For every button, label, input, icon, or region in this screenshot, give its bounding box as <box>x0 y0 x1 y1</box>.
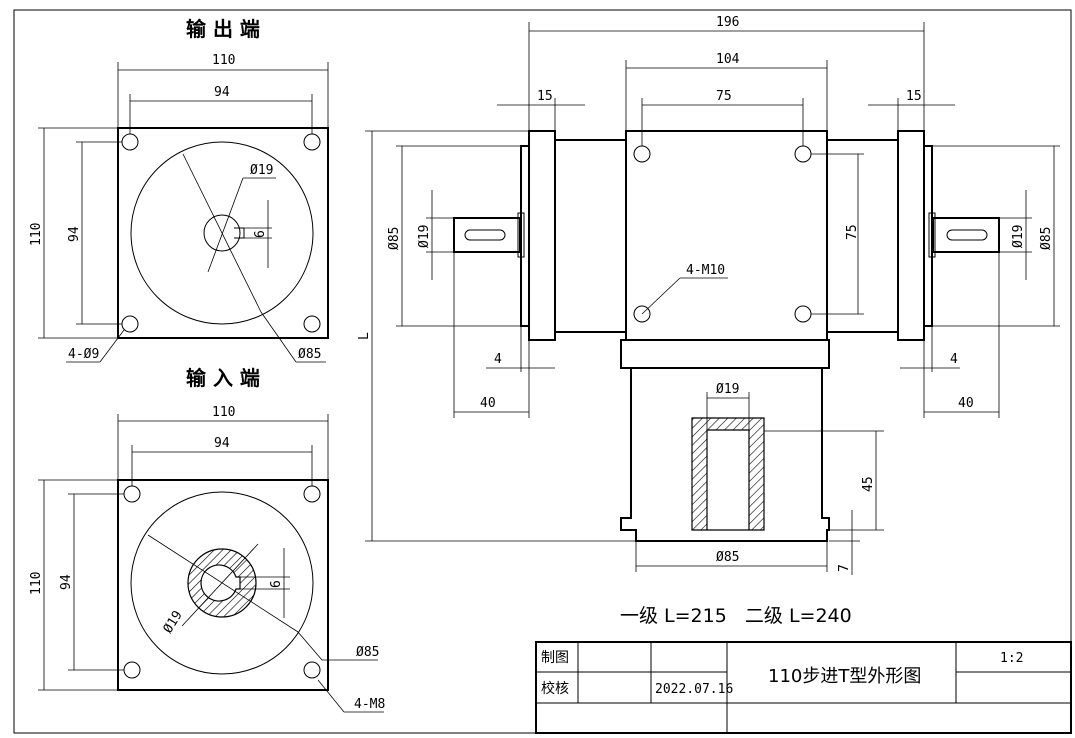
side-input-housing <box>620 368 830 542</box>
side-left-shaft <box>453 217 521 253</box>
side-length-L: L <box>357 332 372 340</box>
drawn-by-label: 制图 <box>541 650 569 666</box>
side-bolt-v-75: 75 <box>845 224 860 240</box>
input-height-110: 110 <box>29 572 44 595</box>
input-hole-br <box>303 661 321 679</box>
side-hole-tr <box>794 145 812 163</box>
output-flange-circle <box>130 141 314 325</box>
side-bolt-75: 75 <box>716 89 732 104</box>
input-hole-bl <box>123 661 141 679</box>
side-left-flange <box>528 130 556 341</box>
input-hole-tl <box>123 485 141 503</box>
output-shaft-dia: Ø19 <box>250 163 273 178</box>
side-dia85-l: Ø85 <box>387 227 402 250</box>
side-hole-tl <box>633 145 651 163</box>
input-holes-note: 4-M8 <box>354 697 385 712</box>
input-end-title: 输 入 端 <box>186 366 260 390</box>
side-bore-19: Ø19 <box>716 382 739 397</box>
side-hole-bl <box>633 305 651 323</box>
side-flange-15-l: 15 <box>537 89 553 104</box>
side-total-196: 196 <box>716 15 739 30</box>
input-end-view: 输 入 端 110 94 110 94 Ø85 Ø19 6 <box>29 366 385 713</box>
input-flange-square <box>117 479 329 691</box>
side-hole-br <box>794 305 812 323</box>
drawing-date: 2022.07.16 <box>655 682 733 697</box>
side-input-bore-section <box>691 417 765 531</box>
output-hole-tr <box>303 133 321 151</box>
checked-by-label: 校核 <box>541 680 569 697</box>
output-flange-dia: Ø85 <box>298 347 321 362</box>
side-right-shaft <box>932 217 1000 253</box>
input-key-6: 6 <box>269 580 284 588</box>
output-hole-tl <box>121 133 139 151</box>
output-bolt-94: 94 <box>214 85 230 100</box>
side-right-flange <box>897 130 925 341</box>
output-keyway <box>234 227 245 239</box>
side-dia85-r: Ø85 <box>1039 227 1054 250</box>
side-view: 196 104 75 15 15 L Ø85 Ø19 75 <box>357 15 1060 575</box>
side-base-7: 7 <box>837 564 852 572</box>
input-bolt-v-94: 94 <box>59 574 74 590</box>
input-hub-section <box>187 548 257 618</box>
side-dia19-l: Ø19 <box>417 225 432 248</box>
output-height-110: 110 <box>29 223 44 246</box>
side-dia19-r: Ø19 <box>1011 225 1026 248</box>
side-flange-15-r: 15 <box>906 89 922 104</box>
side-depth-45: 45 <box>861 476 876 492</box>
side-bottom-plate <box>620 339 830 369</box>
side-left-body <box>554 139 627 333</box>
output-key-6: 6 <box>253 230 268 238</box>
output-end-title: 输 出 端 <box>186 17 260 41</box>
output-shaft-circle <box>203 214 241 252</box>
side-right-boss <box>923 145 933 327</box>
drawing-title: 110步进T型外形图 <box>768 666 921 687</box>
input-flange-dia: Ø85 <box>356 645 379 660</box>
side-left-boss <box>520 145 530 327</box>
output-flange-square <box>117 127 329 339</box>
input-shaft-dia: Ø19 <box>161 608 186 636</box>
input-flange-circle <box>130 491 314 675</box>
side-holes-note: 4-M10 <box>686 263 725 278</box>
output-end-view: 输 出 端 110 94 110 94 Ø85 Ø19 <box>29 17 329 363</box>
side-gap-4-l: 4 <box>494 352 502 367</box>
title-block: 制图 校核 2022.07.16 110步进T型外形图 1:2 <box>535 641 1072 734</box>
output-holes-note: 4-Ø9 <box>68 347 99 362</box>
side-body-104: 104 <box>716 52 740 67</box>
output-width-110: 110 <box>212 53 235 68</box>
input-bolt-94: 94 <box>214 436 230 451</box>
side-right-body <box>826 139 899 333</box>
output-hole-br <box>303 315 321 333</box>
output-hole-bl <box>121 315 139 333</box>
side-gap-4-r: 4 <box>950 352 958 367</box>
side-base-dia: Ø85 <box>716 550 739 565</box>
input-width-110: 110 <box>212 405 235 420</box>
side-shaft-40-l: 40 <box>480 396 496 411</box>
side-shaft-40-r: 40 <box>958 396 974 411</box>
drawing-scale: 1:2 <box>1000 651 1023 666</box>
input-hole-tr <box>303 485 321 503</box>
length-note: 一级 L=215 二级 L=240 <box>620 605 852 627</box>
output-bolt-v-94: 94 <box>67 226 82 242</box>
